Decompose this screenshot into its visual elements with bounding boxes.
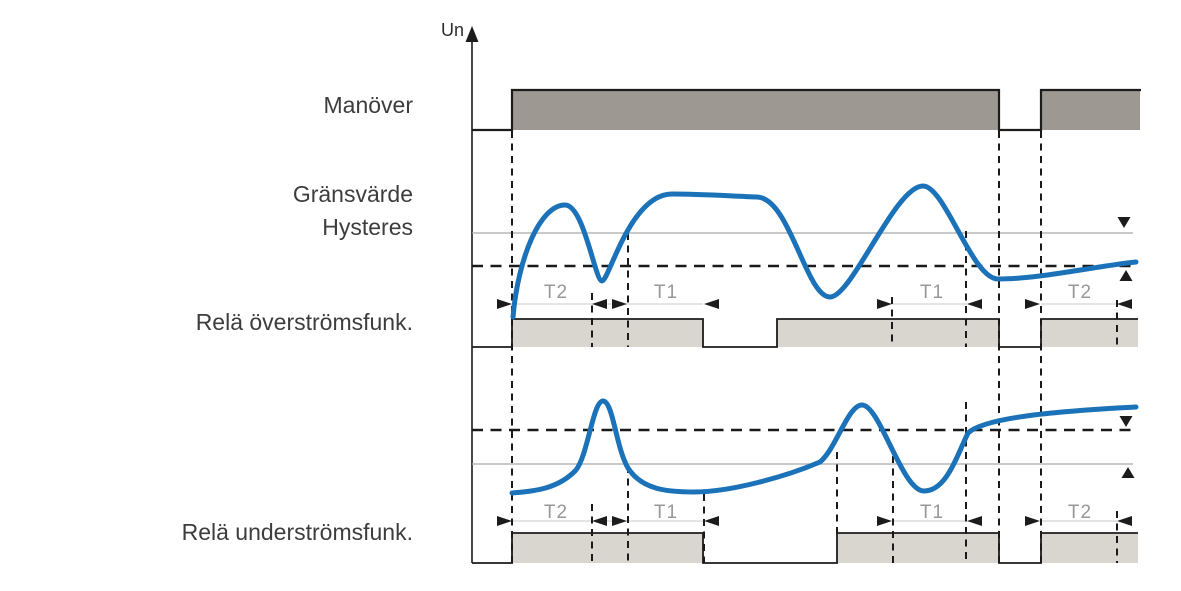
undercurrent-time-label-t2: T2 xyxy=(544,502,568,523)
dimension-arrow-left xyxy=(592,516,607,526)
dimension-arrow-right xyxy=(497,516,512,526)
overcurrent-time-label-t1: T1 xyxy=(654,282,678,303)
dimension-arrow-left xyxy=(967,516,982,526)
overcurrent-relay-fill xyxy=(777,319,999,347)
hysteresis-band-marker-up xyxy=(1119,270,1133,281)
row-label-rela-understromsfunk: Relä underströmsfunk. xyxy=(181,519,413,545)
dimension-arrow-right xyxy=(612,299,627,309)
dimension-arrow-left xyxy=(1117,516,1132,526)
dimension-arrow-right xyxy=(1025,516,1040,526)
undercurrent-relay-fill xyxy=(837,533,999,563)
dimension-arrow-left xyxy=(967,299,982,309)
dimension-arrow-left xyxy=(704,299,719,309)
dimension-arrow-right xyxy=(612,516,627,526)
dimension-arrow-right xyxy=(877,516,892,526)
undercurrent-time-label-t1: T1 xyxy=(920,502,944,523)
overcurrent-relay-fill xyxy=(1041,319,1138,347)
undercurrent-time-label-t1: T1 xyxy=(654,502,678,523)
axis-label-un: Un xyxy=(440,20,464,40)
undercurrent-time-label-t2: T2 xyxy=(1068,502,1092,523)
manover-signal-fill xyxy=(1041,90,1140,130)
dimension-arrow-left xyxy=(1117,299,1132,309)
hysteresis-band-marker-up xyxy=(1121,467,1135,478)
manover-signal-outline xyxy=(472,88,1141,132)
overcurrent-time-label-t2: T2 xyxy=(1068,282,1092,303)
dimension-arrow-right xyxy=(877,299,892,309)
hysteresis-band-marker-down xyxy=(1119,416,1133,427)
row-label-hysteres: Hysteres xyxy=(322,214,413,240)
row-label-manover: Manöver xyxy=(323,92,413,118)
dimension-arrow-left xyxy=(592,299,607,309)
overcurrent-time-label-t2: T2 xyxy=(544,282,568,303)
overcurrent-time-label-t1: T1 xyxy=(920,282,944,303)
row-label-gransvarde: Gränsvärde xyxy=(292,181,413,207)
overcurrent-measured-value-curve xyxy=(510,183,1139,320)
undercurrent-measured-value-curve xyxy=(509,398,1139,496)
manover-signal-fill xyxy=(512,90,999,130)
undercurrent-relay-fill xyxy=(1041,533,1138,563)
dimension-arrow-left xyxy=(704,516,719,526)
hysteresis-band-marker-down xyxy=(1117,217,1131,228)
dimension-arrow-right xyxy=(1025,299,1040,309)
dimension-arrow-right xyxy=(497,299,512,309)
un-axis-arrowhead xyxy=(465,26,479,42)
overcurrent-relay-fill xyxy=(512,319,703,347)
undercurrent-relay-fill xyxy=(512,533,703,563)
row-label-rela-overstromsfunk: Relä överströmsfunk. xyxy=(195,309,413,335)
